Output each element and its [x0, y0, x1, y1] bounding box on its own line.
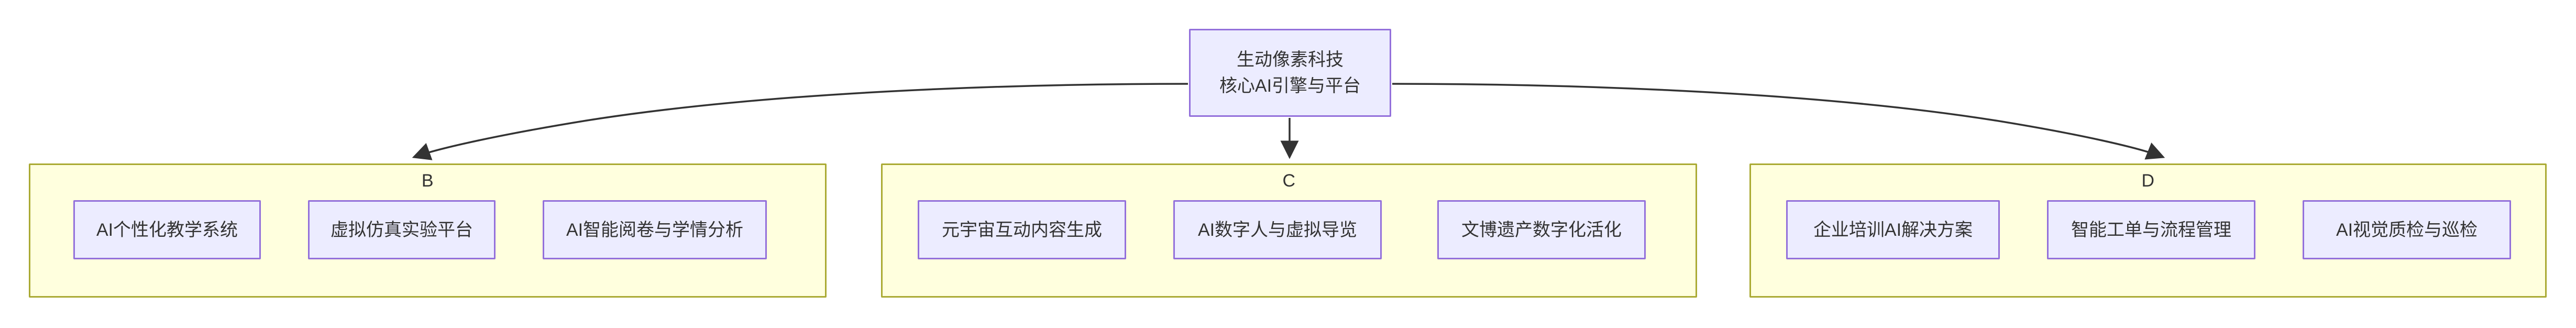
- node-c2-label: AI数字人与虚拟导览: [1197, 220, 1358, 240]
- node-root-label: 生动像素科技 核心AI引擎与平台: [1219, 50, 1361, 96]
- node-c2[interactable]: AI数字人与虚拟导览: [1173, 200, 1382, 259]
- cluster-c-label: C: [1282, 171, 1296, 191]
- node-b2-label: 虚拟仿真实验平台: [331, 220, 473, 240]
- cluster-d-label: D: [2141, 171, 2155, 191]
- node-d3[interactable]: AI视觉质检与巡检: [2303, 200, 2511, 259]
- node-d2[interactable]: 智能工单与流程管理: [2047, 200, 2255, 259]
- node-b2[interactable]: 虚拟仿真实验平台: [308, 200, 496, 259]
- node-root[interactable]: 生动像素科技 核心AI引擎与平台: [1189, 29, 1391, 117]
- node-b3-label: AI智能阅卷与学情分析: [566, 220, 744, 240]
- node-b1-label: AI个性化教学系统: [96, 220, 238, 240]
- node-b1[interactable]: AI个性化教学系统: [73, 200, 261, 259]
- edge-a-to-d: [1392, 83, 2165, 160]
- node-d1[interactable]: 企业培训AI解决方案: [1786, 200, 2000, 259]
- cluster-b-label: B: [421, 171, 434, 191]
- node-d2-label: 智能工单与流程管理: [2071, 220, 2231, 240]
- node-b3[interactable]: AI智能阅卷与学情分析: [543, 200, 767, 259]
- node-c1[interactable]: 元宇宙互动内容生成: [918, 200, 1126, 259]
- node-c1-label: 元宇宙互动内容生成: [942, 220, 1102, 240]
- node-c3-label: 文博遗产数字化活化: [1461, 220, 1622, 240]
- node-d1-label: 企业培训AI解决方案: [1813, 220, 1973, 240]
- node-c3[interactable]: 文博遗产数字化活化: [1437, 200, 1646, 259]
- edge-a-to-b: [412, 83, 1188, 160]
- node-d3-label: AI视觉质检与巡检: [2336, 220, 2478, 240]
